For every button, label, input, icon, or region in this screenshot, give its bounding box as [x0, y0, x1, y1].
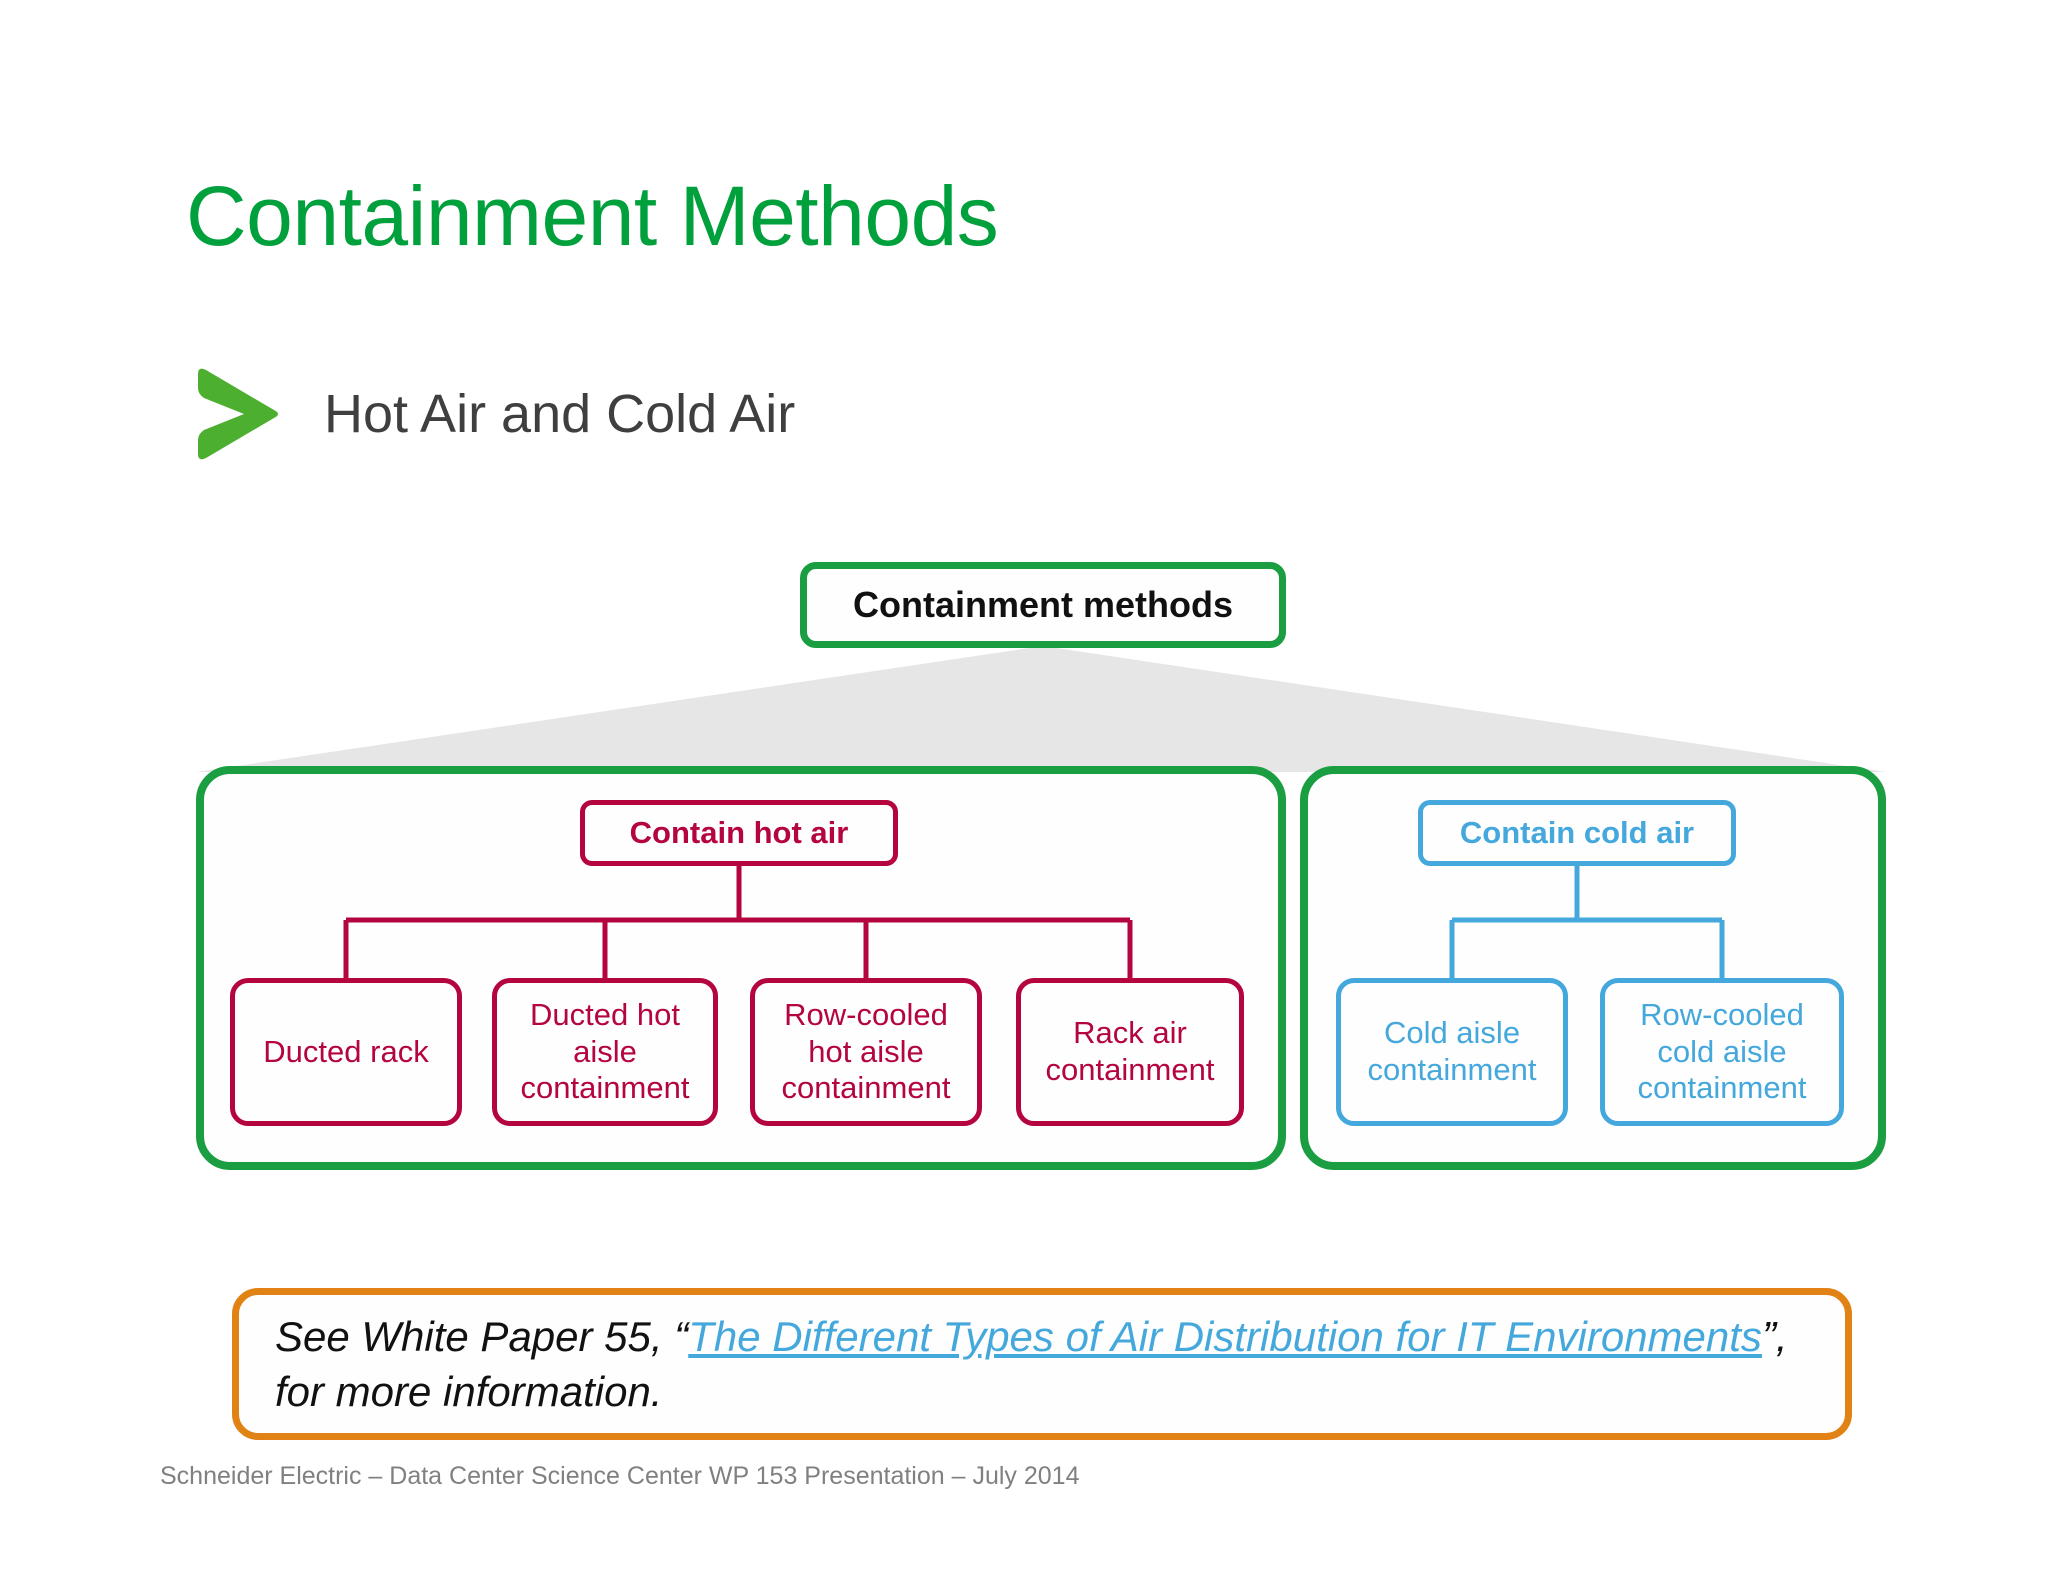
subtitle-text: Hot Air and Cold Air	[324, 384, 796, 444]
node-containment-methods[interactable]: Containment methods	[800, 562, 1286, 648]
subtitle-row: Hot Air and Cold Air	[196, 362, 795, 466]
chevron-right-icon	[198, 368, 278, 460]
callout-text: See White Paper 55, “The Different Types…	[275, 1309, 1809, 1420]
node-contain-hot-air[interactable]: Contain hot air	[580, 800, 898, 866]
node-row-cooled-cold-aisle-containment[interactable]: Row-cooled cold aisle containment	[1600, 978, 1844, 1126]
white-paper-link[interactable]: The Different Types of Air Distribution …	[688, 1312, 1762, 1360]
node-ducted-hot-aisle-containment[interactable]: Ducted hot aisle containment	[492, 978, 718, 1126]
node-cold-aisle-containment[interactable]: Cold aisle containment	[1336, 978, 1568, 1126]
node-rack-air-containment[interactable]: Rack air containment	[1016, 978, 1244, 1126]
node-contain-cold-air[interactable]: Contain cold air	[1418, 800, 1736, 866]
callout-prefix: See White Paper 55, “	[275, 1312, 689, 1360]
slide-footer: Schneider Electric – Data Center Science…	[160, 1462, 1080, 1490]
page-title: Containment Methods	[186, 169, 999, 263]
node-row-cooled-hot-aisle-containment[interactable]: Row-cooled hot aisle containment	[750, 978, 982, 1126]
node-ducted-rack[interactable]: Ducted rack	[230, 978, 462, 1126]
callout-suffix: ”, for more information.	[275, 1312, 1788, 1415]
white-paper-callout: See White Paper 55, “The Different Types…	[232, 1288, 1852, 1440]
